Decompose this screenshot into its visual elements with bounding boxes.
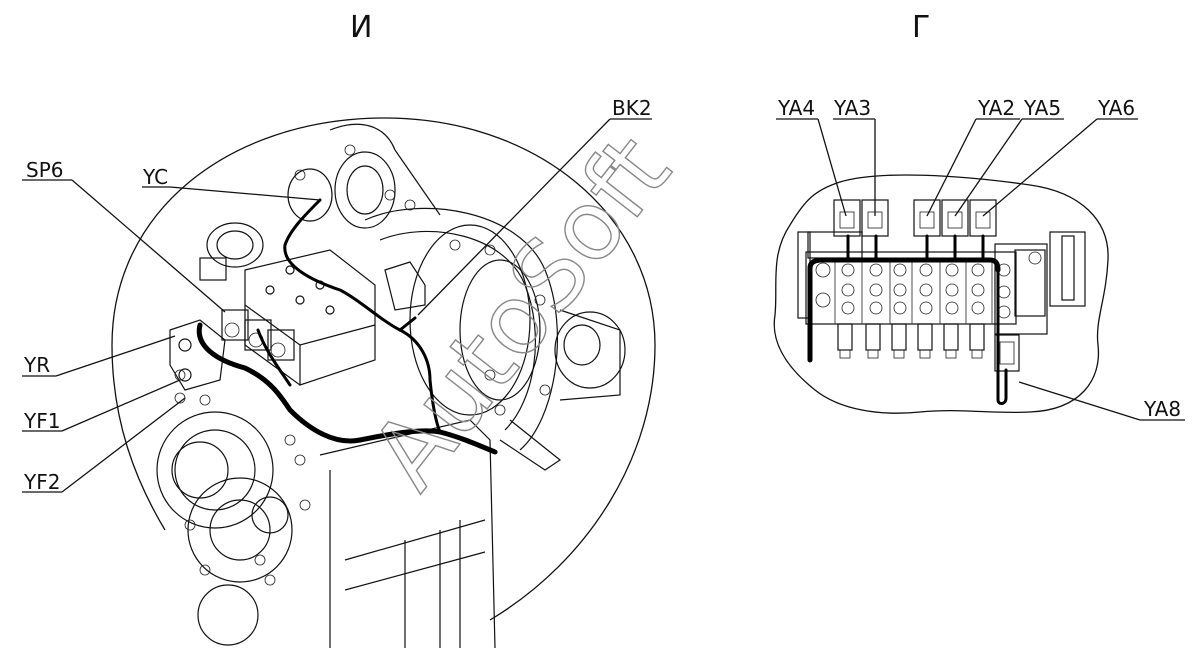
label-ya6: YA6: [1097, 96, 1135, 120]
leaders-g: [776, 118, 1185, 421]
valve-bank: [797, 199, 1086, 372]
label-sp6: SP6: [26, 158, 63, 182]
view-g: Г: [773, 10, 1185, 421]
label-yf2: YF2: [23, 470, 60, 494]
detail-circle-i: [111, 117, 656, 621]
label-ya4: YA4: [777, 96, 815, 120]
label-ya3: YA3: [833, 96, 871, 120]
label-ya5: YA5: [1023, 96, 1061, 120]
watermark: AutoSoft: [350, 115, 692, 509]
view-i-title: И: [350, 10, 372, 45]
label-yf1: YF1: [23, 409, 60, 433]
label-ya8: YA8: [1143, 397, 1181, 421]
view-g-title: Г: [912, 10, 930, 45]
label-ya2: YA2: [977, 96, 1015, 120]
label-bk2: BK2: [612, 96, 652, 120]
label-yr: YR: [23, 353, 50, 377]
harness-g: [807, 234, 1008, 405]
detail-circle-i-left: [111, 344, 166, 531]
view-i: И: [22, 10, 656, 648]
detail-boundary-g: [773, 174, 1109, 414]
harness-i: [196, 198, 498, 455]
label-yc: YC: [142, 165, 168, 189]
leaders-i: [22, 118, 652, 493]
